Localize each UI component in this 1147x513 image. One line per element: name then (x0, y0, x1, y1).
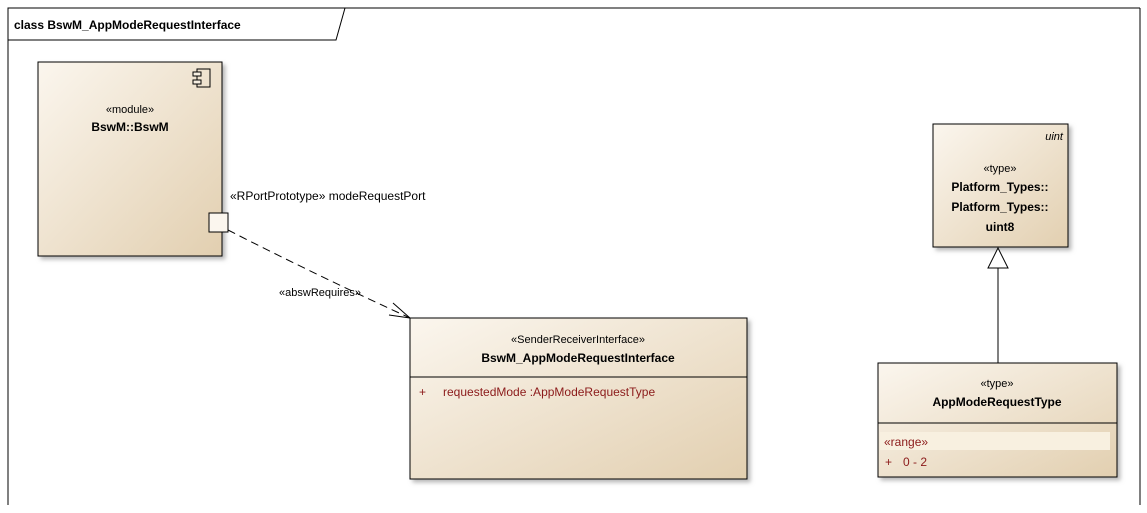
dependency-label: «abswRequires» (279, 287, 361, 299)
component-icon (192, 68, 211, 88)
appmode-type-box[interactable]: «type» AppModeRequestType «range» + 0 - … (877, 362, 1118, 478)
uint8-tag: uint (1045, 131, 1064, 143)
dependency-arrow (227, 229, 412, 319)
port-square[interactable] (208, 212, 229, 233)
attribute-visibility: + (419, 385, 426, 399)
appmode-name: AppModeRequestType (932, 395, 1061, 409)
interface-box[interactable]: «SenderReceiverInterface» BswM_AppModeRe… (409, 317, 748, 480)
uint8-name-line1: Platform_Types:: (951, 180, 1048, 194)
module-name: BswM::BswM (91, 120, 168, 134)
appmode-stereotype: «type» (980, 378, 1013, 390)
uint8-name-line2: Platform_Types:: (951, 200, 1048, 214)
attribute-requestedmode: requestedMode :AppModeRequestType (443, 385, 655, 399)
diagram-frame: class BswM_AppModeRequestInterface (7, 7, 1141, 505)
uint8-name-line3: uint8 (986, 220, 1015, 234)
module-stereotype: «module» (106, 104, 154, 116)
generalization-arrow (987, 246, 1009, 363)
range-value: 0 - 2 (903, 455, 927, 469)
frame-title: class BswM_AppModeRequestInterface (14, 18, 241, 32)
port-label: «RPortPrototype» modeRequestPort (230, 189, 426, 203)
interface-stereotype: «SenderReceiverInterface» (511, 334, 645, 346)
interface-name: BswM_AppModeRequestInterface (481, 351, 675, 365)
range-visibility: + (885, 455, 892, 469)
module-box[interactable]: «module» BswM::BswM (37, 61, 223, 257)
range-label: «range» (884, 435, 928, 449)
uint8-type-box[interactable]: uint «type» Platform_Types:: Platform_Ty… (932, 123, 1069, 248)
uint8-stereotype: «type» (983, 163, 1016, 175)
